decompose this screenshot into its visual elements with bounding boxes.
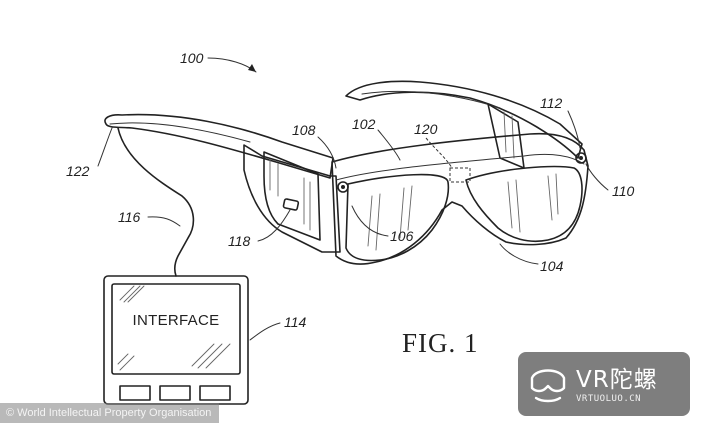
interface-device: INTERFACE: [103, 275, 249, 405]
interface-button-2: [159, 385, 191, 401]
interface-screen: [111, 283, 241, 375]
front-frame: [331, 132, 589, 265]
right-temple-arm: [345, 80, 583, 159]
ref-106: 106: [390, 228, 414, 244]
ref-100: 100: [180, 50, 204, 66]
glasses-illustration: [104, 80, 589, 265]
ref-108: 108: [292, 122, 316, 138]
ref-102: 102: [352, 116, 376, 132]
ref-118: 118: [228, 233, 251, 249]
sensor-outline: [449, 167, 471, 183]
interface-label: INTERFACE: [133, 312, 220, 329]
interface-button-1: [119, 385, 151, 401]
vr-logo-url: VRTUOLUO.CN: [576, 394, 642, 404]
ref-112: 112: [540, 95, 563, 111]
vr-logo-text: VR陀螺: [576, 367, 658, 393]
lens: [345, 173, 450, 262]
side-display: [263, 151, 321, 241]
ref-120: 120: [414, 121, 438, 137]
interface-button-3: [199, 385, 231, 401]
ref-114: 114: [284, 314, 307, 330]
credit-watermark: © World Intellectual Property Organisati…: [0, 403, 220, 423]
vr-logo-watermark: VR陀螺 VRTUOLUO.CN: [518, 352, 690, 416]
vr-headset-logo-icon: [530, 369, 566, 403]
right-camera: [575, 152, 587, 164]
left-camera: [337, 181, 349, 193]
ref-110: 110: [612, 183, 635, 199]
side-shield: [243, 144, 341, 253]
figure-title: FIG. 1: [402, 328, 479, 358]
ref-104: 104: [540, 258, 564, 274]
cable: [117, 127, 195, 277]
ref-122: 122: [66, 163, 90, 179]
ref-116: 116: [118, 209, 141, 225]
